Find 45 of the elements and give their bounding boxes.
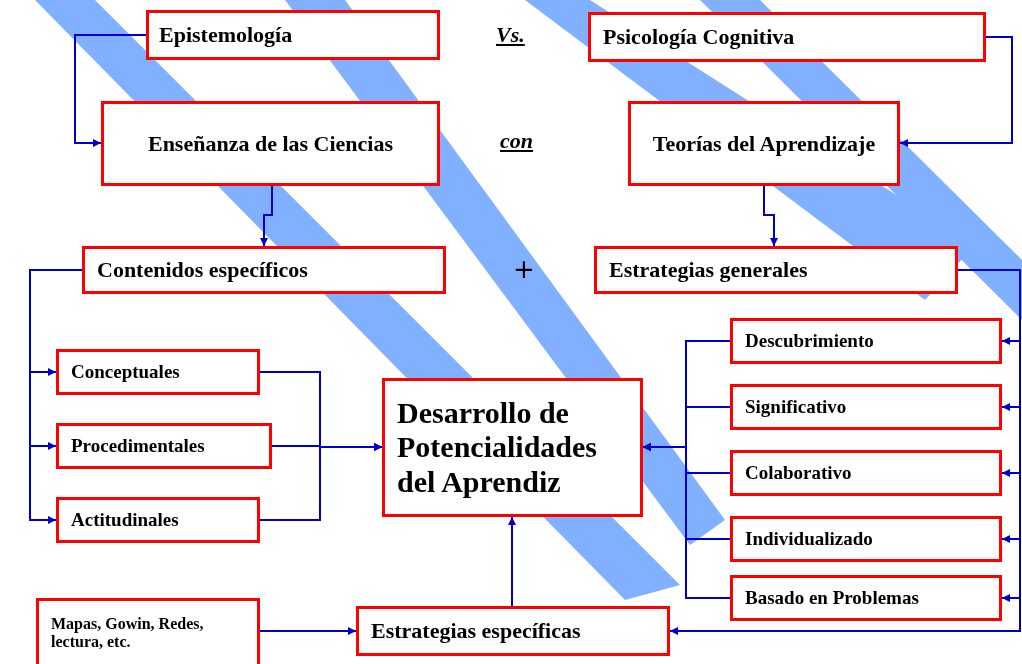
- text-box: [730, 516, 1002, 562]
- node-label: Psicología Cognitiva: [603, 24, 795, 50]
- text-box: [82, 246, 446, 294]
- node-label: Estrategias específicas: [371, 618, 581, 644]
- connector-arrow: [642, 443, 731, 599]
- connector-arrow: [260, 185, 273, 247]
- node-label: Desarrollo de Potencialidades del Aprendiz: [397, 395, 598, 500]
- node-label: Conceptuales: [71, 361, 180, 383]
- text-box: [730, 384, 1002, 430]
- text-box: [101, 101, 440, 186]
- connector-arrow: [508, 516, 516, 607]
- node-label: Significativo: [745, 396, 847, 418]
- text-box: [730, 450, 1002, 496]
- node-label: Actitudinales: [71, 509, 179, 531]
- text-box: [56, 423, 272, 469]
- node-label: Basado en Problemas: [745, 587, 919, 609]
- node-label: Colaborativo: [745, 462, 852, 484]
- text-box: [730, 575, 1002, 621]
- plus-sign: +: [513, 254, 535, 284]
- connector-arrow: [899, 36, 1013, 147]
- text-box: [56, 349, 260, 395]
- connector-word: Vs.: [496, 22, 525, 48]
- text-box: [56, 497, 260, 543]
- text-box: [628, 101, 900, 186]
- node-label: Enseñanza de las Ciencias: [147, 130, 394, 157]
- node-label: Teorías del Aprendizaje: [652, 130, 876, 157]
- text-box: [588, 12, 986, 62]
- node-label: Mapas, Gowin, Redes, lectura, etc.: [51, 614, 205, 652]
- text-box: [36, 598, 260, 664]
- node-label: Procedimentales: [71, 435, 205, 457]
- text-box: [382, 378, 643, 517]
- node-label: Estrategias generales: [609, 257, 808, 283]
- node-label: Epistemología: [159, 22, 293, 48]
- connector-arrow: [259, 443, 383, 521]
- connector-word: con: [500, 128, 533, 154]
- text-box: [146, 10, 440, 60]
- connector-arrow: [259, 627, 357, 635]
- connector-arrow: [74, 34, 147, 147]
- text-box: [356, 606, 670, 656]
- node-label: Descubrimiento: [745, 330, 874, 352]
- connector-arrow: [763, 185, 778, 247]
- text-box: [730, 318, 1002, 364]
- node-label: Individualizado: [745, 528, 873, 550]
- text-box: [594, 246, 958, 294]
- node-label: Contenidos específicos: [97, 257, 308, 283]
